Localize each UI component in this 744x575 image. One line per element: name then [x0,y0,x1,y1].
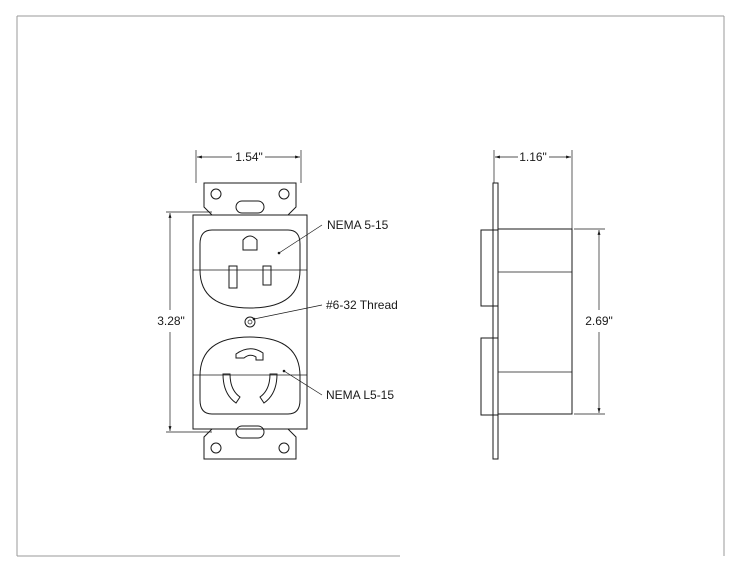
callout-screw-thread: #6-32 Thread [326,298,398,312]
side-body [497,228,573,415]
side-height-label: 2.69" [585,314,613,328]
front-width-label: 1.54" [235,150,263,164]
screw-icon [244,316,256,328]
side-depth-label: 1.16" [519,150,547,164]
sheet-frame [16,15,725,557]
side-top-face [480,229,499,307]
neutral-slot-icon [228,265,238,289]
side-bottom-face [480,337,499,416]
front-view [192,182,308,460]
locking-slot-left-icon [222,373,241,404]
strap-bottom-ear [203,428,297,460]
mounting-slot-top [235,200,265,214]
top-face [199,229,301,309]
strap-hole-top-right [278,188,290,200]
ground-slot-icon [242,235,258,251]
callout-leaders [252,224,323,396]
side-strap [492,182,499,460]
side-height-dimension [574,228,605,415]
receptacle-body [192,214,308,430]
side-depth-dimension [493,150,573,229]
mounting-slot-bottom [235,425,265,439]
front-height-label: 3.28" [157,314,185,328]
callout-nema-l5-15: NEMA L5-15 [326,388,394,402]
strap-hole-bottom-left [210,442,222,454]
front-width-dimension [195,150,302,183]
strap-hole-top-left [210,188,222,200]
locking-slot-right-icon [259,373,278,404]
callout-nema-5-15: NEMA 5-15 [327,218,389,232]
front-height-dimension [166,211,212,433]
bottom-face [199,336,301,415]
locking-slot-top-icon [235,348,264,361]
side-view [480,182,573,460]
hot-slot-icon [262,265,272,286]
strap-hole-bottom-right [278,442,290,454]
